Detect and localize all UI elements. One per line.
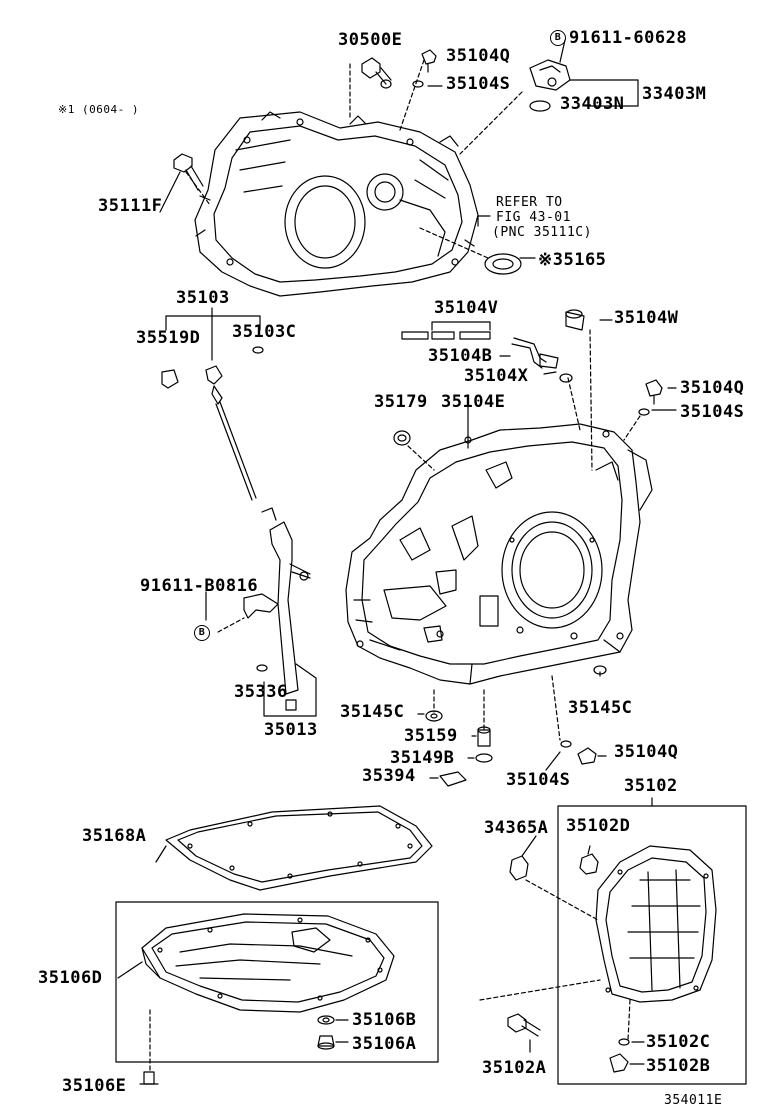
ring-35102c: [618, 1038, 630, 1046]
part-35519D: 35519D: [136, 328, 201, 348]
part-35102A: 35102A: [482, 1058, 547, 1078]
bolt-30500e: [361, 57, 392, 89]
part-30500E: 30500E: [338, 30, 403, 50]
part-35106D: 35106D: [38, 968, 103, 988]
refer-line-2: FIG 43-01: [496, 210, 571, 225]
gasket-35149b: [475, 753, 493, 763]
part-35104Q-top: 35104Q: [446, 46, 511, 66]
part-35394: 35394: [362, 766, 416, 786]
part-35336: 35336: [234, 682, 288, 702]
part-35104Q-mid: 35104Q: [680, 378, 745, 398]
part-35145C-left: 35145C: [340, 702, 405, 722]
part-35104S-mid: 35104S: [680, 402, 745, 422]
transaxle-case-main: [345, 423, 653, 685]
part-35106A: 35106A: [352, 1034, 417, 1054]
oil-pan-35106d: [141, 913, 395, 1013]
ring-35104s-low: [560, 740, 572, 748]
part-35179: 35179: [374, 392, 428, 412]
clip-35519d: [161, 369, 179, 389]
part-35013: 35013: [264, 720, 318, 740]
bolt-35111f: [173, 153, 204, 191]
b-circle-icon: B: [550, 30, 566, 46]
part-35106B: 35106B: [352, 1010, 417, 1030]
plug-35159: [477, 726, 491, 747]
pipe-35104b: [511, 337, 559, 369]
refer-line-1: REFER TO: [496, 195, 563, 210]
b-circle-marker: B: [194, 625, 213, 642]
part-35102D: 35102D: [566, 816, 631, 836]
ring-35104s-mid: [638, 408, 650, 416]
oring-35145c-right: [593, 665, 607, 675]
part-35104S-low: 35104S: [506, 770, 571, 790]
part-35104Q-low: 35104Q: [614, 742, 679, 762]
oil-seal-35165: [484, 253, 522, 275]
pins-35104v: [401, 321, 491, 340]
leaders-top: [159, 39, 639, 259]
plug-35102d: [579, 853, 599, 875]
part-35165: ※35165: [538, 250, 607, 270]
part-35104E: 35104E: [441, 392, 506, 412]
b-circle-icon: B: [194, 625, 210, 641]
cover-35102: [595, 845, 717, 1003]
part-33403N: 33403N: [560, 94, 625, 114]
part-35102: 35102: [624, 776, 678, 796]
leaders-cover: [479, 835, 645, 1065]
part-35168A: 35168A: [82, 826, 147, 846]
part-number-text: 91611-60628: [569, 28, 688, 48]
part-35104V: 35104V: [434, 298, 499, 318]
ring-35104s-top: [412, 80, 424, 88]
plug-35179: [393, 430, 411, 446]
part-91611-B0816: 91611-B0816: [140, 576, 259, 596]
bolt-35102b: [609, 1053, 629, 1073]
drain-plug-35106a: [317, 1035, 335, 1050]
oil-pan-box: [115, 901, 439, 1063]
dipstick-bracket-lines: [165, 307, 261, 361]
part-35104B: 35104B: [428, 346, 493, 366]
part-35106E: 35106E: [62, 1076, 127, 1096]
bolt-35104q-mid: [645, 379, 663, 405]
ring-35103c: [252, 346, 264, 354]
part-35102B: 35102B: [646, 1056, 711, 1076]
bolt-35104q-low: [577, 747, 597, 765]
part-33403M: 33403M: [642, 84, 707, 104]
leaders-dipstick: [205, 591, 317, 717]
part-35104S-top: 35104S: [446, 74, 511, 94]
pan-gasket-35168a: [165, 805, 433, 891]
part-35149B: 35149B: [390, 748, 455, 768]
figure-code: 354011E: [664, 1093, 723, 1108]
part-34365A: 34365A: [484, 818, 549, 838]
part-35111F: 35111F: [98, 196, 163, 216]
dipstick-35103: [205, 365, 257, 501]
bolt-35106e: [139, 1071, 159, 1085]
part-35104X: 35104X: [464, 366, 529, 386]
drain-plug-35106b: [317, 1015, 335, 1025]
dipstick-tube-35013: [243, 507, 311, 711]
refer-line-3: (PNC 35111C): [492, 225, 592, 240]
part-35103: 35103: [176, 288, 230, 308]
oring-35145c: [425, 710, 443, 722]
bolt-35102a: [507, 1013, 541, 1037]
part-35102C: 35102C: [646, 1032, 711, 1052]
part-35159: 35159: [404, 726, 458, 746]
bolt-34365a: [509, 855, 529, 881]
bolt-35104q-top: [421, 49, 437, 73]
magnet-35394: [439, 771, 467, 787]
ring-35104x: [559, 373, 573, 383]
transaxle-housing-upper: [194, 111, 479, 297]
footnote-range: ※1 (0604- ): [58, 103, 139, 116]
leaders-pan: [117, 845, 349, 1071]
part-35145C-right: 35145C: [568, 698, 633, 718]
leaders-lower: [417, 671, 607, 779]
sensor-33403m: [529, 59, 571, 91]
part-35104W: 35104W: [614, 308, 679, 328]
oring-33403n: [529, 100, 551, 112]
part-35103C: 35103C: [232, 322, 297, 342]
pin-35104w: [565, 309, 585, 331]
